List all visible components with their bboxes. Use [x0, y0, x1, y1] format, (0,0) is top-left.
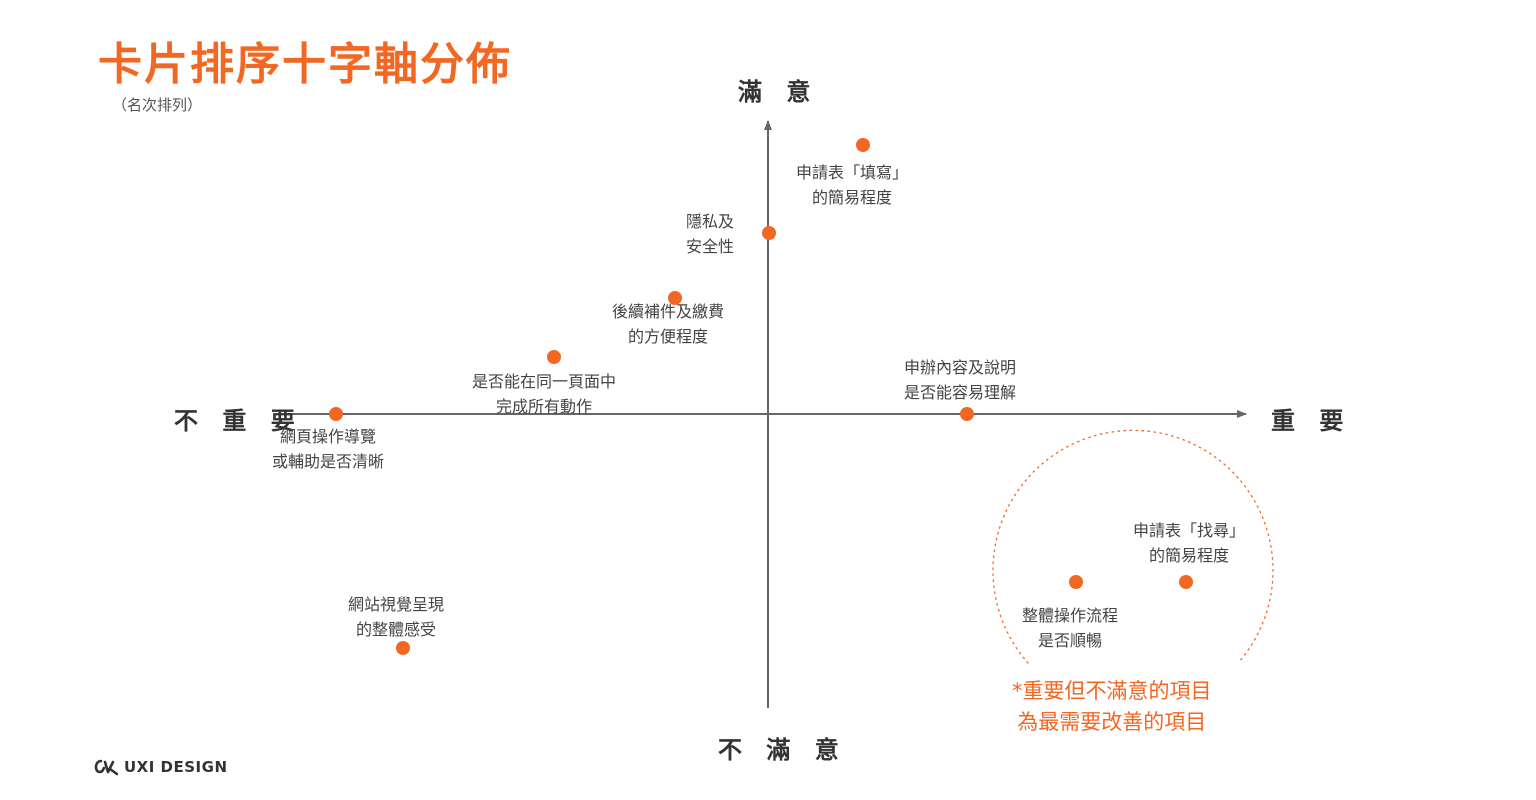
- axis-label-bottom: 不 滿 意: [718, 736, 847, 764]
- point-marker: [547, 350, 561, 364]
- point-label-line: 是否能在同一頁面中: [472, 372, 617, 391]
- point-label: 隱私及 安全性: [686, 209, 734, 259]
- point-label-line: 是否能容易理解: [904, 383, 1017, 402]
- point-label-line: 網頁操作導覽: [280, 427, 377, 446]
- point-label-line: 是否順暢: [1038, 631, 1103, 650]
- point-label-line: 申請表「填寫」: [796, 163, 909, 182]
- point-marker: [960, 407, 974, 421]
- brand-logo: UXI DESIGN: [92, 758, 228, 776]
- improvement-note-line: *重要但不滿意的項目: [1012, 679, 1212, 703]
- point-label: 網站視覺呈現 的整體感受: [348, 592, 444, 642]
- point-label-line: 或輔助是否清晰: [272, 452, 385, 471]
- point-marker: [1179, 575, 1193, 589]
- axis-label-left: 不 重 要: [174, 407, 303, 435]
- point-marker: [856, 138, 870, 152]
- page-title: 卡片排序十字軸分佈: [98, 39, 512, 90]
- point-label-line: 的簡易程度: [1149, 546, 1230, 565]
- point-label-line: 完成所有動作: [496, 397, 593, 416]
- point-label: 網頁操作導覽 或輔助是否清晰: [272, 424, 384, 474]
- point-marker: [396, 641, 410, 655]
- point-label-line: 網站視覺呈現: [348, 595, 445, 614]
- point-label: 整體操作流程 是否順暢: [1022, 603, 1118, 653]
- page-subtitle: （名次排列）: [112, 96, 203, 114]
- point-label: 申請表「找尋」 的簡易程度: [1133, 518, 1245, 568]
- axis-label-right: 重 要: [1271, 407, 1352, 435]
- point-label-line: 的整體感受: [356, 620, 437, 639]
- point-label-line: 的簡易程度: [812, 188, 893, 207]
- point-label-line: 整體操作流程: [1022, 606, 1119, 625]
- brand-logo-text: UXI DESIGN: [124, 758, 228, 776]
- point-marker: [1069, 575, 1083, 589]
- point-label-line: 後續補件及繳費: [612, 302, 725, 321]
- point-label: 是否能在同一頁面中 完成所有動作: [472, 369, 616, 419]
- point-label-line: 申辦內容及說明: [904, 358, 1017, 377]
- point-label: 申辦內容及說明 是否能容易理解: [904, 355, 1016, 405]
- point-label-line: 隱私及: [686, 212, 735, 231]
- improvement-note-line: 為最需要改善的項目: [1017, 710, 1207, 734]
- point-label: 後續補件及繳費 的方便程度: [612, 299, 724, 349]
- uxi-logo-icon: [94, 759, 118, 776]
- improvement-note: *重要但不滿意的項目 為最需要改善的項目: [1012, 676, 1212, 738]
- point-label-line: 申請表「找尋」: [1133, 521, 1246, 540]
- point-marker: [329, 407, 343, 421]
- point-label-line: 安全性: [686, 237, 735, 256]
- highlight-dotted-circle: [992, 429, 1274, 664]
- point-label-line: 的方便程度: [628, 327, 709, 346]
- point-label: 申請表「填寫」 的簡易程度: [796, 160, 908, 210]
- axis-label-top: 滿 意: [738, 78, 819, 106]
- point-marker: [668, 291, 682, 305]
- point-marker: [762, 226, 776, 240]
